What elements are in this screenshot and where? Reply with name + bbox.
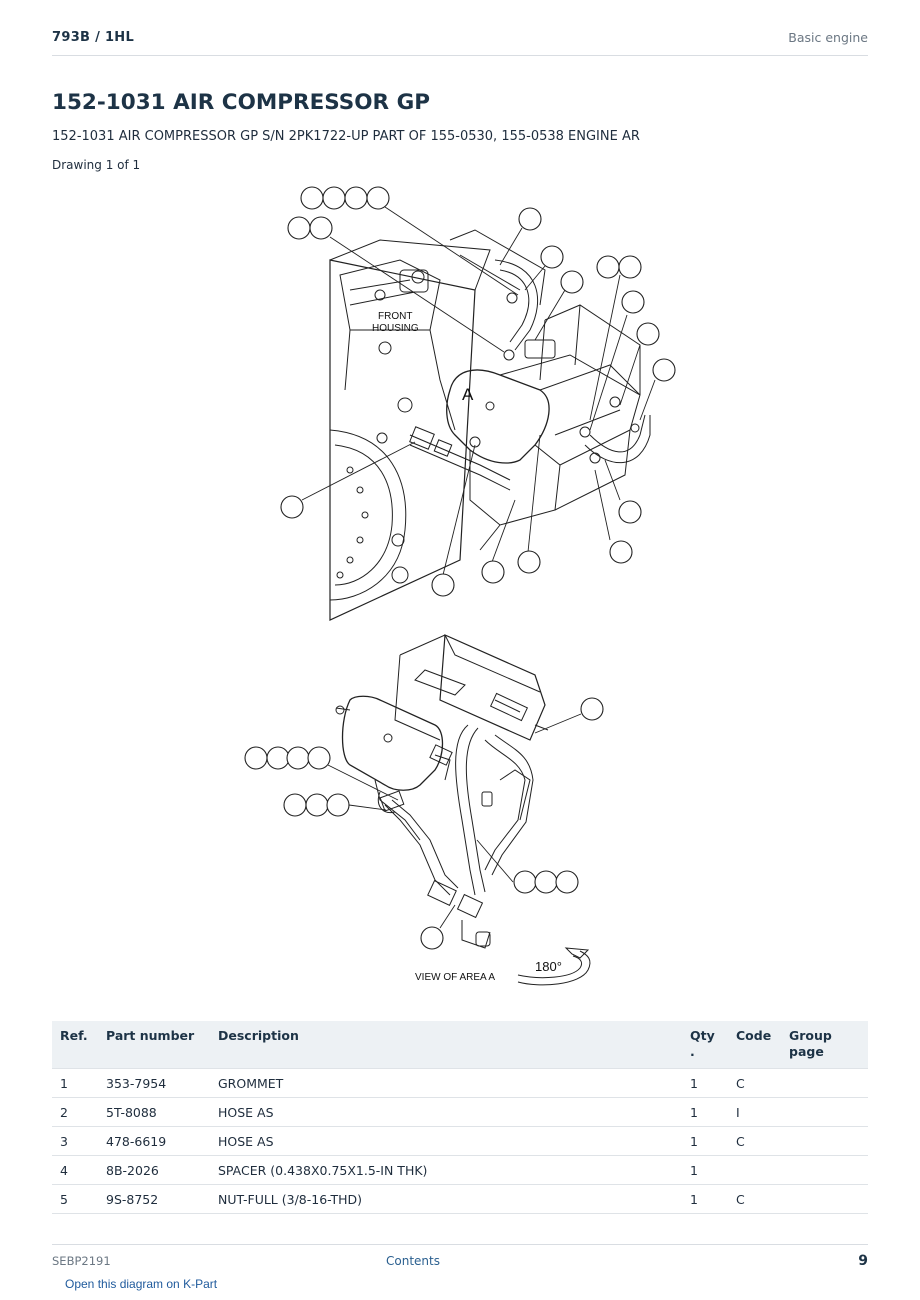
table-row: 4 8B-2026 SPACER (0.438X0.75X1.5-IN THK)… xyxy=(52,1155,868,1185)
table-row: 3 478-6619 HOSE AS 1 C xyxy=(52,1126,868,1156)
front-housing-label-line1: FRONT xyxy=(378,311,412,322)
rotation-angle-label: 180° xyxy=(535,959,562,974)
cell-group-page xyxy=(781,1126,868,1156)
cell-qty: 1 xyxy=(682,1155,728,1185)
callout-circles-upper xyxy=(280,186,676,597)
front-housing-label-line2: HOUSING xyxy=(372,323,419,334)
page-title: 152-1031 AIR COMPRESSOR GP xyxy=(52,90,430,115)
cell-ref: 3 xyxy=(52,1126,98,1156)
page-header: 793B / 1HL Basic engine xyxy=(52,28,868,56)
cell-code: C xyxy=(728,1068,781,1098)
cell-description: GROMMET xyxy=(210,1068,682,1098)
cell-qty: 1 xyxy=(682,1068,728,1098)
open-in-kpart-link[interactable]: Open this diagram on K-Part xyxy=(65,1277,218,1291)
cell-description: HOSE AS xyxy=(210,1097,682,1127)
page-subtitle: 152-1031 AIR COMPRESSOR GP S/N 2PK1722-U… xyxy=(52,129,640,144)
section-name: Basic engine xyxy=(788,30,868,45)
cell-description: SPACER (0.438X0.75X1.5-IN THK) xyxy=(210,1155,682,1185)
cell-group-page xyxy=(781,1155,868,1185)
callout-leaders-upper xyxy=(301,206,656,576)
cell-part-number: 9S-8752 xyxy=(98,1184,210,1214)
col-qty-header: Qty . xyxy=(682,1021,728,1069)
table-row: 5 9S-8752 NUT-FULL (3/8-16-THD) 1 C xyxy=(52,1184,868,1214)
cell-code: C xyxy=(728,1126,781,1156)
col-part-header: Part number xyxy=(98,1021,210,1069)
cell-part-number: 353-7954 xyxy=(98,1068,210,1098)
cell-code: C xyxy=(728,1184,781,1214)
cell-code: I xyxy=(728,1097,781,1127)
cell-part-number: 478-6619 xyxy=(98,1126,210,1156)
parts-table: Ref. Part number Description Qty . Code … xyxy=(52,1021,868,1214)
view-of-area-a-drawing xyxy=(335,634,549,949)
cell-qty: 1 xyxy=(682,1184,728,1214)
cell-ref: 4 xyxy=(52,1155,98,1185)
cell-group-page xyxy=(781,1068,868,1098)
front-housing-drawing xyxy=(329,239,491,621)
cell-ref: 2 xyxy=(52,1097,98,1127)
cell-code xyxy=(728,1155,781,1185)
cell-ref: 1 xyxy=(52,1068,98,1098)
drawing-counter: Drawing 1 of 1 xyxy=(52,158,141,172)
cell-ref: 5 xyxy=(52,1184,98,1214)
page-footer: SEBP2191 Contents 9 xyxy=(52,1244,868,1274)
page-number: 9 xyxy=(858,1253,868,1269)
contents-link[interactable]: Contents xyxy=(386,1254,440,1268)
col-group-header: Group page xyxy=(781,1021,868,1069)
view-of-area-label: VIEW OF AREA A xyxy=(415,972,495,983)
machine-model: 793B / 1HL xyxy=(52,30,135,45)
parts-table-header: Ref. Part number Description Qty . Code … xyxy=(52,1021,868,1069)
cell-description: NUT-FULL (3/8-16-THD) xyxy=(210,1184,682,1214)
col-desc-header: Description xyxy=(210,1021,682,1069)
cell-group-page xyxy=(781,1184,868,1214)
cell-qty: 1 xyxy=(682,1097,728,1127)
cell-description: HOSE AS xyxy=(210,1126,682,1156)
compressor-body-drawing xyxy=(409,229,651,551)
table-row: 1 353-7954 GROMMET 1 C xyxy=(52,1068,868,1098)
area-a-label: A xyxy=(462,385,474,404)
col-ref-header: Ref. xyxy=(52,1021,98,1069)
document-id: SEBP2191 xyxy=(52,1254,111,1268)
table-row: 2 5T-8088 HOSE AS 1 I xyxy=(52,1097,868,1127)
cell-group-page xyxy=(781,1097,868,1127)
callout-circles-lower xyxy=(244,697,604,950)
parts-diagram: FRONT HOUSING A xyxy=(200,180,720,1000)
cell-qty: 1 xyxy=(682,1126,728,1156)
callout-leaders-lower xyxy=(327,713,582,929)
cell-part-number: 5T-8088 xyxy=(98,1097,210,1127)
col-code-header: Code xyxy=(728,1021,781,1069)
rotation-arrow-icon xyxy=(517,947,591,986)
cell-part-number: 8B-2026 xyxy=(98,1155,210,1185)
